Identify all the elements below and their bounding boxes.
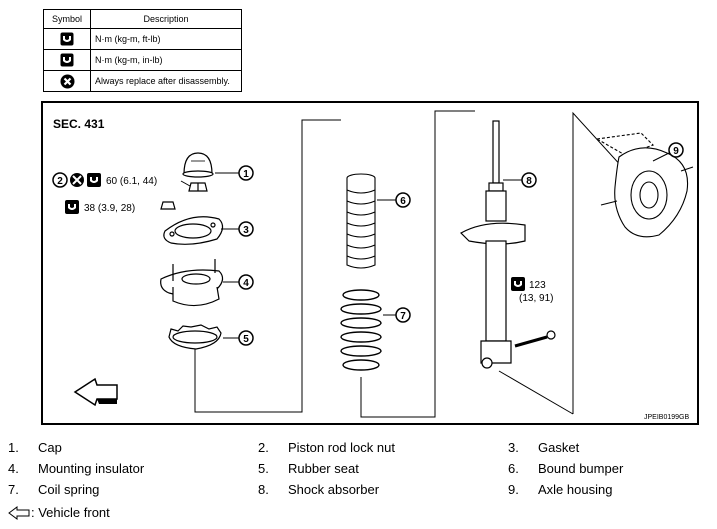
symbol-legend-table: Symbol Description N·m (kg-m, ft-lb) N·m… xyxy=(43,9,242,92)
legend-description: N·m (kg-m, in-lb) xyxy=(90,49,242,71)
svg-text:1: 1 xyxy=(243,169,249,180)
vehicle-front-arrow-icon xyxy=(73,377,118,407)
callout-5: 5 xyxy=(238,330,254,346)
callout-1: 1 xyxy=(238,165,254,181)
legend-header-symbol: Symbol xyxy=(43,9,91,29)
bound-bumper-part xyxy=(346,173,376,269)
callout-2: 2 xyxy=(52,172,68,188)
torque-wrench-small-icon xyxy=(60,53,74,67)
figure-id: JPEIB0199GB xyxy=(644,414,689,421)
list-item: 1.Cap xyxy=(8,440,62,455)
torque-wrench-icon xyxy=(87,173,101,187)
vehicle-front-arrow-icon xyxy=(8,505,30,520)
legend-row: N·m (kg-m, ft-lb) xyxy=(43,28,242,50)
callout-4: 4 xyxy=(238,274,254,290)
torque-wrench-icon xyxy=(60,32,74,46)
svg-text:7: 7 xyxy=(400,311,406,322)
legend-header-description: Description xyxy=(90,9,242,29)
list-item: 7.Coil spring xyxy=(8,482,100,497)
torque-wrench-icon xyxy=(65,200,79,214)
list-item: 8.Shock absorber xyxy=(258,482,380,497)
always-replace-icon xyxy=(70,173,84,187)
gasket-nut-torque: 38 (3.9, 28) xyxy=(84,203,135,214)
list-item: 5.Rubber seat xyxy=(258,461,359,476)
list-item: 6.Bound bumper xyxy=(508,461,624,476)
svg-text:8: 8 xyxy=(526,176,532,187)
legend-row: N·m (kg-m, in-lb) xyxy=(43,49,242,71)
callout-3: 3 xyxy=(238,221,254,237)
axle-housing-part xyxy=(595,132,694,238)
svg-text:9: 9 xyxy=(673,146,679,157)
list-item: 9.Axle housing xyxy=(508,482,613,497)
svg-text:5: 5 xyxy=(243,334,249,345)
legend-description: Always replace after disassembly. xyxy=(90,70,242,92)
list-item: 3.Gasket xyxy=(508,440,580,455)
cap-part xyxy=(182,152,214,178)
shock-absorber-part xyxy=(460,120,556,369)
coil-spring-part xyxy=(340,289,382,371)
rubber-seat-part xyxy=(168,324,222,350)
legend-header-row: Symbol Description xyxy=(43,9,242,29)
callout-6: 6 xyxy=(395,192,411,208)
gasket-part xyxy=(163,216,224,245)
legend-description: N·m (kg-m, ft-lb) xyxy=(90,28,242,50)
svg-text:6: 6 xyxy=(400,196,406,207)
vehicle-front-note: : Vehicle front xyxy=(8,505,110,520)
svg-text:2: 2 xyxy=(57,176,63,187)
svg-text:3: 3 xyxy=(243,225,249,236)
gasket-nut-part xyxy=(160,201,176,210)
callout-8: 8 xyxy=(521,172,537,188)
shock-bolt-torque: 123 xyxy=(529,280,546,291)
lock-nut-torque: 60 (6.1, 44) xyxy=(106,176,157,187)
mounting-insulator-part xyxy=(160,259,224,307)
lock-nut-part xyxy=(188,182,208,192)
shock-bolt-torque-detail: (13, 91) xyxy=(519,293,553,304)
section-label: SEC. 431 xyxy=(53,117,105,131)
legend-row: Always replace after disassembly. xyxy=(43,70,242,92)
always-replace-icon xyxy=(60,74,74,88)
callout-7: 7 xyxy=(395,307,411,323)
list-item: 4.Mounting insulator xyxy=(8,461,145,476)
svg-text:4: 4 xyxy=(243,278,249,289)
callout-9: 9 xyxy=(668,142,684,158)
torque-wrench-icon xyxy=(511,277,525,291)
list-item: 2.Piston rod lock nut xyxy=(258,440,395,455)
rear-suspension-diagram: SEC. 431 1 2 60 (6.1, 44) xyxy=(41,101,699,425)
